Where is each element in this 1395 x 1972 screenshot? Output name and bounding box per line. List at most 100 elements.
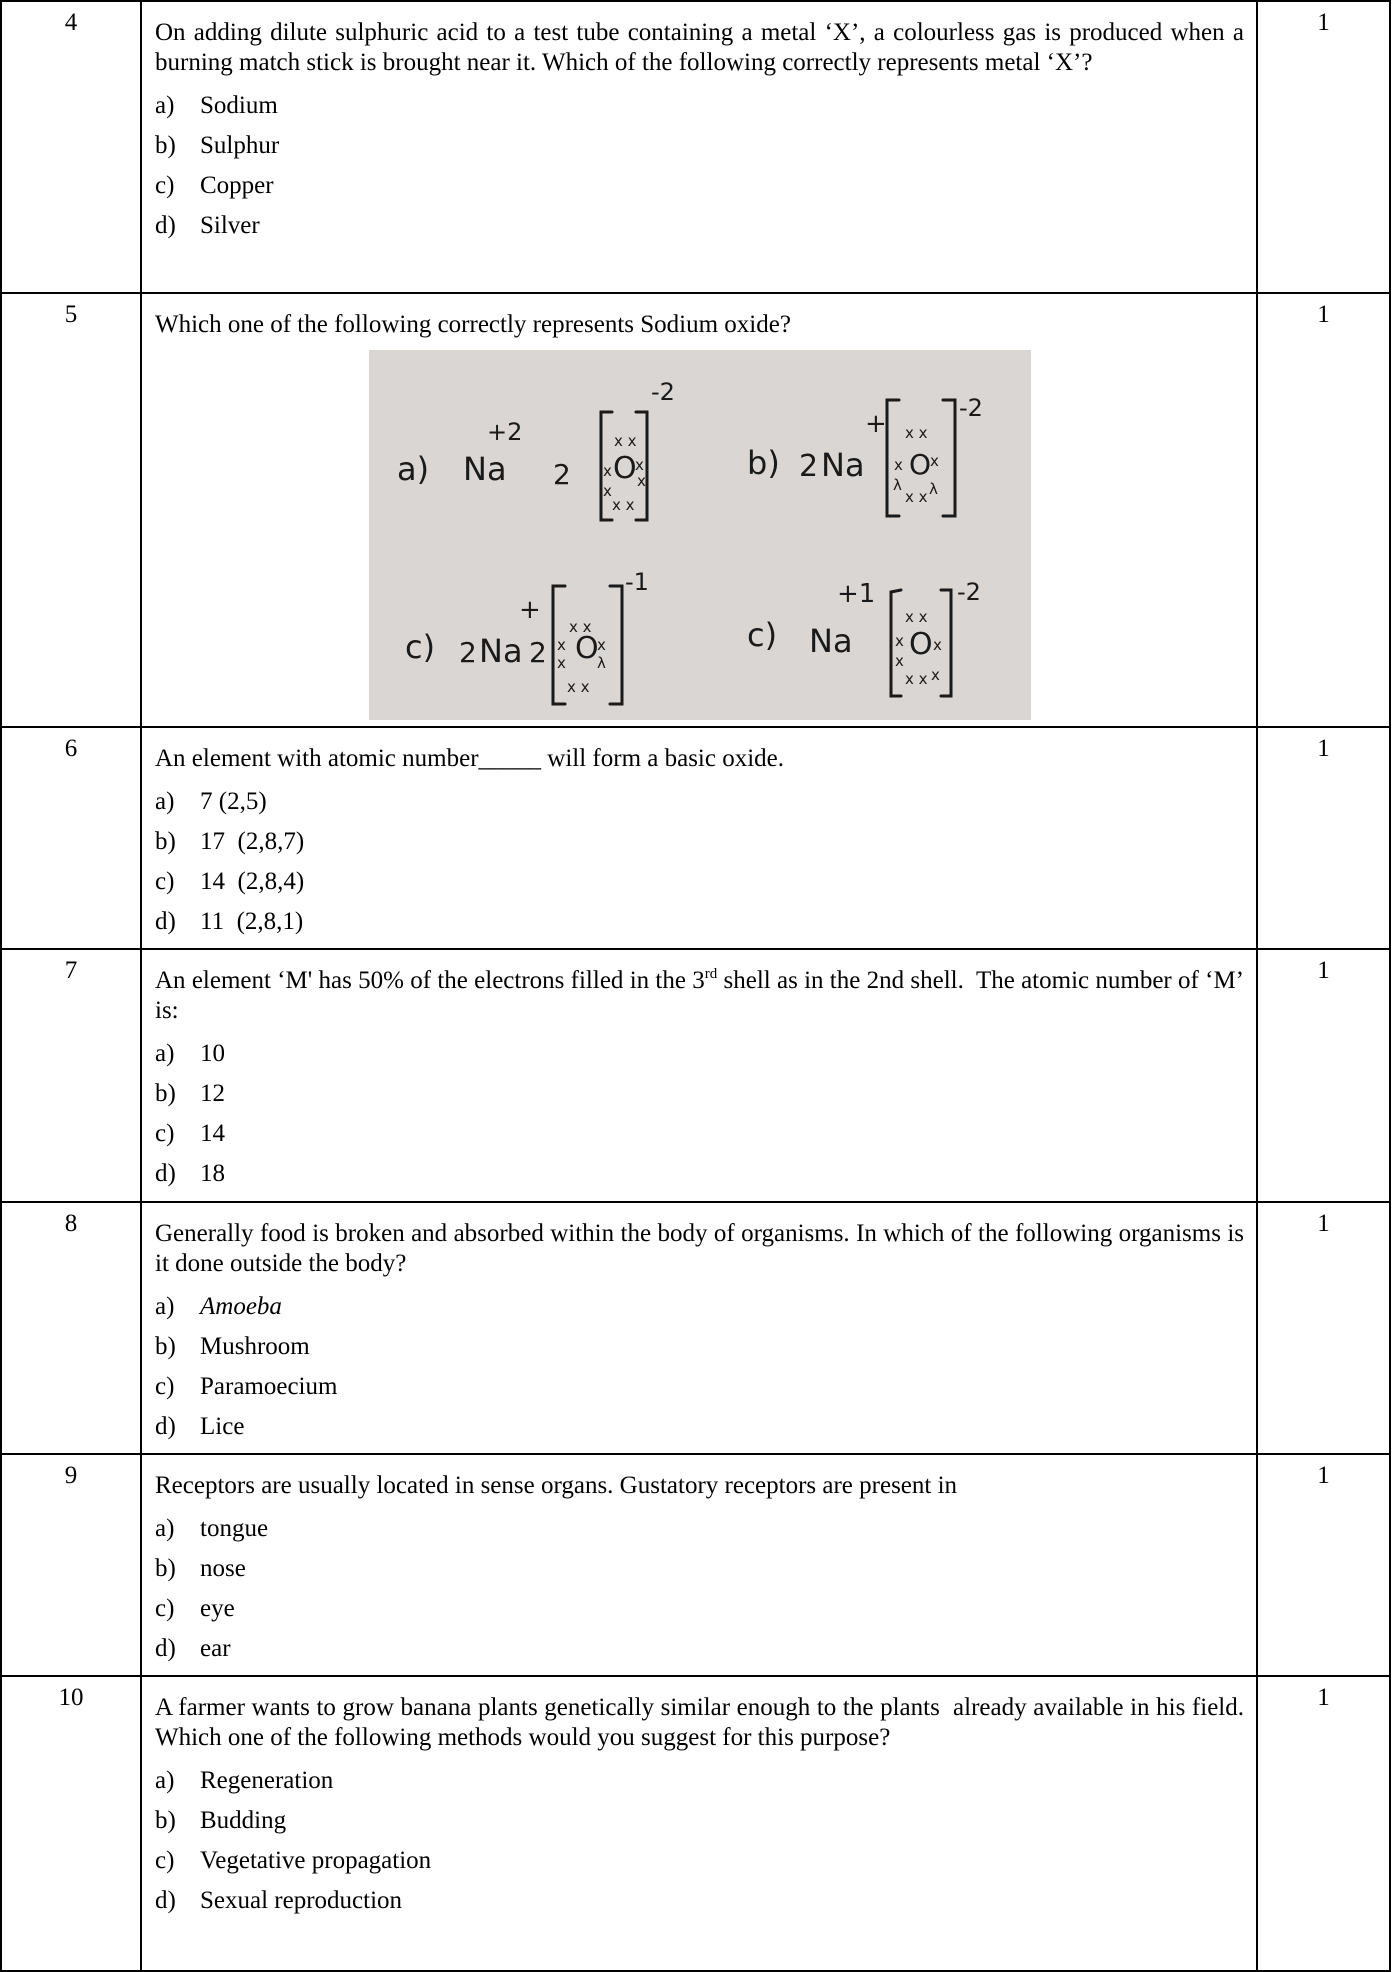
diagram-d-cation: Na	[809, 622, 853, 660]
question-stem: Generally food is broken and absorbed wi…	[155, 1220, 1244, 1277]
diagram-label-c: c)	[405, 628, 435, 666]
svg-text:x: x	[603, 462, 612, 480]
option-text: 10	[200, 1040, 225, 1067]
diagram-image: a) Na +2 2 O -2 b) 2 Na + O -2	[369, 350, 1031, 720]
question-number: 6	[0, 726, 142, 950]
option-letter: a)	[155, 1293, 175, 1320]
diagram-c-cation: Na	[479, 632, 523, 670]
option-text: Silver	[200, 212, 260, 239]
option: d) Silver	[155, 206, 1244, 246]
option-letter: c)	[155, 1120, 175, 1147]
diagram-d-cation-charge: +1	[837, 579, 875, 609]
diagram-a-cation-charge: +2	[487, 418, 522, 446]
svg-text:x: x	[597, 636, 606, 654]
svg-text:x: x	[603, 482, 612, 500]
option-letter: b)	[155, 1080, 176, 1107]
option-text: 17 (2,8,7)	[200, 828, 305, 855]
svg-text:x x: x x	[612, 496, 635, 514]
option-letter: a)	[155, 1767, 175, 1794]
question-body: An element with atomic number_____ will …	[140, 726, 1258, 950]
option-letter: c)	[155, 868, 175, 895]
svg-text:λ: λ	[929, 480, 938, 498]
question-marks: 1	[1256, 1453, 1391, 1677]
diagram-a-anion-charge: -2	[651, 378, 675, 406]
svg-text:x x: x x	[905, 424, 928, 442]
svg-text:λ: λ	[597, 654, 606, 672]
option: a)7 (2,5)	[155, 782, 1244, 822]
option-text: Lice	[200, 1413, 245, 1440]
option: d)11 (2,8,1)	[155, 902, 1244, 942]
option-letter: d)	[155, 1887, 176, 1914]
diagram-c-cation-charge: +	[519, 595, 541, 625]
option-letter: d)	[155, 212, 176, 239]
option-text: tongue	[200, 1515, 269, 1542]
option-letter: a)	[155, 92, 175, 119]
svg-text:x x: x x	[905, 488, 928, 506]
question-number: 10	[0, 1675, 142, 1972]
option-letter: a)	[155, 1040, 175, 1067]
option-letter: c)	[155, 1373, 175, 1400]
diagram-label-b: b)	[747, 444, 780, 482]
option: d)Lice	[155, 1407, 1244, 1447]
option: b) nose	[155, 1549, 1244, 1589]
option-text: Sexual reproduction	[200, 1887, 403, 1914]
question-marks: 1	[1256, 1675, 1391, 1972]
question-number: 5	[0, 292, 142, 728]
stem-superscript: rd	[704, 966, 718, 982]
question-row: 8 Generally food is broken and absorbed …	[0, 1201, 1391, 1455]
svg-text:x: x	[557, 636, 566, 654]
option-letter: d)	[155, 1160, 176, 1187]
diagram-d-anion: O	[909, 627, 933, 662]
option-text: 12	[200, 1080, 225, 1107]
stem-text: shell as in the 2nd shell. The atomic nu…	[155, 967, 1251, 1024]
option-letter: d)	[155, 908, 176, 935]
option-text: ear	[200, 1635, 231, 1662]
option-letter: b)	[155, 828, 176, 855]
option-letter: c)	[155, 1847, 175, 1874]
option: c) 14	[155, 1114, 1244, 1154]
diagram-c-anion-charge: -1	[625, 568, 649, 596]
svg-text:x: x	[895, 632, 904, 650]
option: d) Sexual reproduction	[155, 1881, 1244, 1921]
svg-text:x: x	[557, 654, 566, 672]
question-stem: Which one of the following correctly rep…	[155, 311, 791, 338]
question-row: 9 Receptors are usually located in sense…	[0, 1453, 1391, 1677]
question-body: A farmer wants to grow banana plants gen…	[140, 1675, 1258, 1972]
svg-text:x x: x x	[905, 608, 928, 626]
option: c)Copper	[155, 166, 1244, 206]
svg-text:x: x	[894, 456, 903, 474]
option-text: nose	[200, 1555, 246, 1582]
question-number: 7	[0, 948, 142, 1203]
question-body: Which one of the following correctly rep…	[140, 292, 1258, 728]
option: a)Regeneration	[155, 1761, 1244, 1801]
svg-text:x: x	[637, 472, 646, 490]
question-row: 10 A farmer wants to grow banana plants …	[0, 1675, 1391, 1972]
option: c) Paramoecium	[155, 1367, 1244, 1407]
option-text: 14	[200, 1120, 225, 1147]
diagram-d-anion-charge: -2	[957, 578, 981, 606]
question-stem: An element with atomic number_____ will …	[155, 745, 785, 772]
question-body: On adding dilute sulphuric acid to a tes…	[140, 0, 1258, 294]
svg-text:x x: x x	[569, 618, 592, 636]
option-text: 14 (2,8,4)	[200, 868, 305, 895]
svg-text:x: x	[933, 636, 942, 654]
option: b)Budding	[155, 1801, 1244, 1841]
option-letter: a)	[155, 788, 175, 815]
option-letter: b)	[155, 1807, 176, 1834]
svg-text:λ: λ	[893, 476, 902, 494]
option: b) 12	[155, 1074, 1244, 1114]
option: a)tongue	[155, 1509, 1244, 1549]
question-stem: An element ‘M' has 50% of the electrons …	[155, 966, 1244, 1026]
question-number: 9	[0, 1453, 142, 1677]
diagram-b-cation: Na	[821, 446, 865, 484]
option: d)18	[155, 1154, 1244, 1194]
option: d)ear	[155, 1629, 1244, 1669]
svg-text:x x: x x	[905, 670, 928, 688]
option-letter: b)	[155, 1555, 176, 1582]
option-text: Vegetative propagation	[200, 1847, 432, 1874]
option-text: Paramoecium	[200, 1373, 338, 1400]
diagram-c-coeff: 2	[459, 636, 477, 669]
option: a) 10	[155, 1034, 1244, 1074]
question-stem: A farmer wants to grow banana plants gen…	[155, 1694, 1250, 1751]
